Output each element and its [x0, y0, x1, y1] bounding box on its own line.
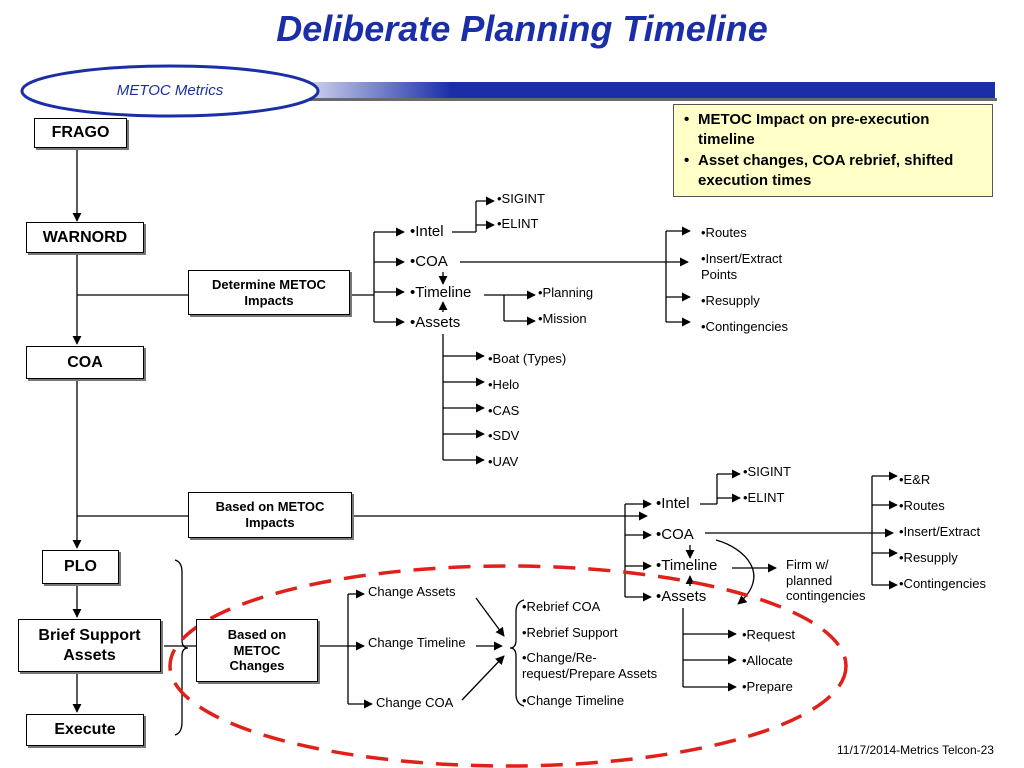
upper-contingencies: •Contingencies: [701, 319, 788, 334]
lower-routes: •Routes: [899, 498, 945, 513]
lower-assets-item: •Assets: [656, 588, 707, 605]
result-rebrief-coa: •Rebrief COA: [522, 599, 601, 614]
coa-box: COA: [26, 346, 144, 379]
result-change-timeline: •Change Timeline: [522, 693, 625, 708]
plo-box: PLO: [42, 550, 119, 584]
upper-planning: •Planning: [538, 285, 594, 300]
slide-footer: 11/17/2014-Metrics Telcon-23: [837, 743, 994, 757]
upper-timeline-item: •Timeline: [410, 284, 472, 301]
based-on-metoc-impacts-box: Based on METOC Impacts: [188, 492, 352, 538]
metoc-metrics-badge: METOC Metrics: [116, 82, 224, 99]
based-on-metoc-changes-box: Based on METOC Changes: [196, 619, 318, 682]
lower-sigint: •SIGINT: [743, 464, 791, 479]
page-title: Deliberate Planning Timeline: [276, 8, 768, 49]
lower-insert-extract: •Insert/Extract: [899, 524, 981, 539]
upper-asset-uav: •UAV: [488, 454, 519, 469]
callout-bullet: •Asset changes, COA rebrief, shifted exe…: [684, 151, 954, 189]
firm-contingencies-note: Firm w/ planned contingencies: [786, 557, 866, 604]
header-band: [270, 82, 995, 98]
lower-coa-item: •COA: [656, 526, 694, 543]
upper-routes: •Routes: [701, 225, 747, 240]
lower-contingencies: •Contingencies: [899, 576, 986, 591]
callout-box: •METOC Impact on pre-execution timeline …: [673, 104, 993, 197]
upper-assets-item: •Assets: [410, 314, 461, 331]
lower-request: •Request: [742, 627, 795, 642]
upper-asset-helo: •Helo: [488, 377, 520, 392]
upper-sigint: •SIGINT: [497, 191, 545, 206]
upper-asset-sdv: •SDV: [488, 428, 520, 443]
execute-box: Execute: [26, 714, 144, 746]
upper-asset-cas: •CAS: [488, 403, 520, 418]
change-assets-option: Change Assets: [368, 584, 456, 599]
warnord-box: WARNORD: [26, 222, 144, 253]
change-timeline-option: Change Timeline: [368, 635, 466, 650]
brief-brace: [174, 559, 189, 736]
callout-bullet: •METOC Impact on pre-execution timeline: [684, 111, 930, 149]
determine-metoc-impacts-box: Determine METOC Impacts: [188, 270, 350, 315]
lower-intel-item: •Intel: [656, 495, 690, 512]
lower-elint: •ELINT: [743, 490, 785, 505]
upper-insert-extract: •Insert/Extract Points: [701, 251, 783, 282]
upper-asset-boat: •Boat (Types): [488, 351, 567, 366]
upper-elint: •ELINT: [497, 216, 539, 231]
change-highlight-ellipse: [168, 564, 848, 768]
lower-timeline-item: •Timeline: [656, 557, 718, 574]
lower-e-and-r: •E&R: [899, 472, 931, 487]
metrics-badge-ellipse: [20, 64, 320, 118]
upper-coa-item: •COA: [410, 253, 448, 270]
brief-support-assets-box: Brief Support Assets: [18, 619, 161, 672]
results-brace: [509, 599, 525, 707]
upper-mission: •Mission: [538, 311, 587, 326]
lower-prepare: •Prepare: [742, 679, 793, 694]
change-coa-option: Change COA: [376, 695, 454, 710]
header-band-shadow: [274, 98, 997, 101]
result-change-assets: •Change/Re-request/Prepare Assets: [522, 650, 658, 681]
frago-box: FRAGO: [34, 118, 127, 148]
lower-resupply: •Resupply: [899, 550, 958, 565]
lower-allocate: •Allocate: [742, 653, 793, 668]
upper-resupply: •Resupply: [701, 293, 760, 308]
upper-intel-item: •Intel: [410, 223, 444, 240]
result-rebrief-support: •Rebrief Support: [522, 625, 618, 640]
